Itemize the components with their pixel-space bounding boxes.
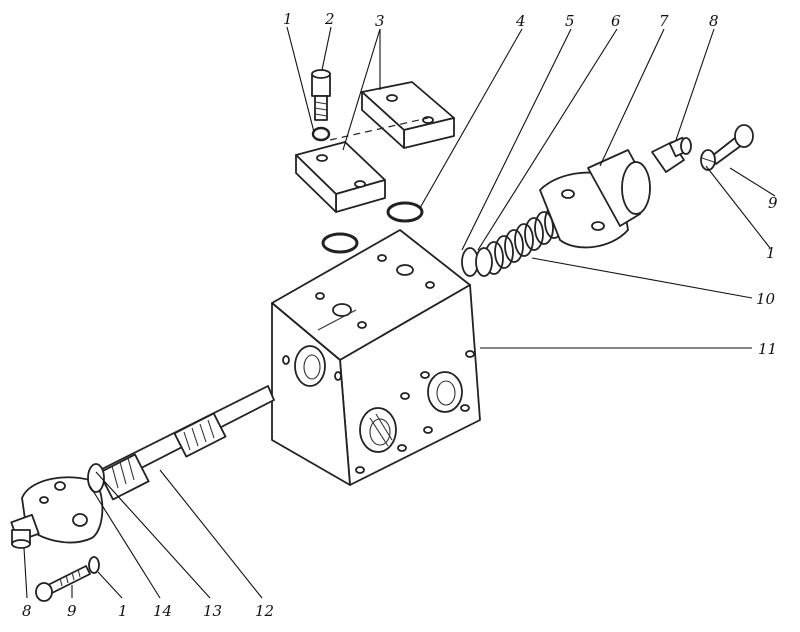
spool-shaft — [98, 385, 275, 501]
callout-bottom-8: 8 — [22, 602, 32, 620]
callout-bottom-13: 13 — [203, 602, 222, 620]
callout-right-10: 10 — [756, 290, 776, 308]
bolt-left — [35, 556, 100, 602]
leader-lines — [23, 26, 776, 599]
spring-seat-6 — [475, 247, 493, 277]
callout-top-2: 2 — [324, 10, 335, 28]
callout-top-1: 1 — [283, 10, 293, 28]
fitting-right — [651, 136, 692, 173]
callout-bottom-1: 1 — [118, 602, 128, 620]
callout-bottom-12: 12 — [255, 602, 274, 620]
cap-screw — [311, 69, 331, 142]
valve-body — [271, 229, 481, 486]
left-cover-assembly — [10, 463, 105, 549]
plate-block-lower — [295, 141, 386, 213]
callout-bottom-9: 9 — [67, 602, 77, 620]
right-cover — [539, 149, 651, 249]
callout-top-5: 5 — [565, 12, 575, 30]
callout-top-4: 4 — [515, 12, 526, 30]
callout-right-1: 1 — [766, 244, 776, 262]
o-ring-left — [321, 232, 359, 254]
callout-right-9: 9 — [768, 194, 778, 212]
callout-top-3: 3 — [375, 12, 385, 30]
callout-top-7: 7 — [659, 12, 669, 30]
callout-top-8: 8 — [709, 12, 719, 30]
plate-block-upper — [361, 81, 455, 149]
o-ring-right — [386, 201, 424, 223]
bolt-right — [700, 124, 754, 171]
callout-bottom-14: 14 — [153, 602, 172, 620]
assembly-dashline — [329, 117, 429, 141]
callout-labels: 1 2 3 4 5 6 7 8 9 1 10 11 8 9 1 14 13 12 — [22, 10, 778, 620]
callout-right-11: 11 — [758, 340, 777, 358]
callout-top-6: 6 — [611, 12, 621, 30]
